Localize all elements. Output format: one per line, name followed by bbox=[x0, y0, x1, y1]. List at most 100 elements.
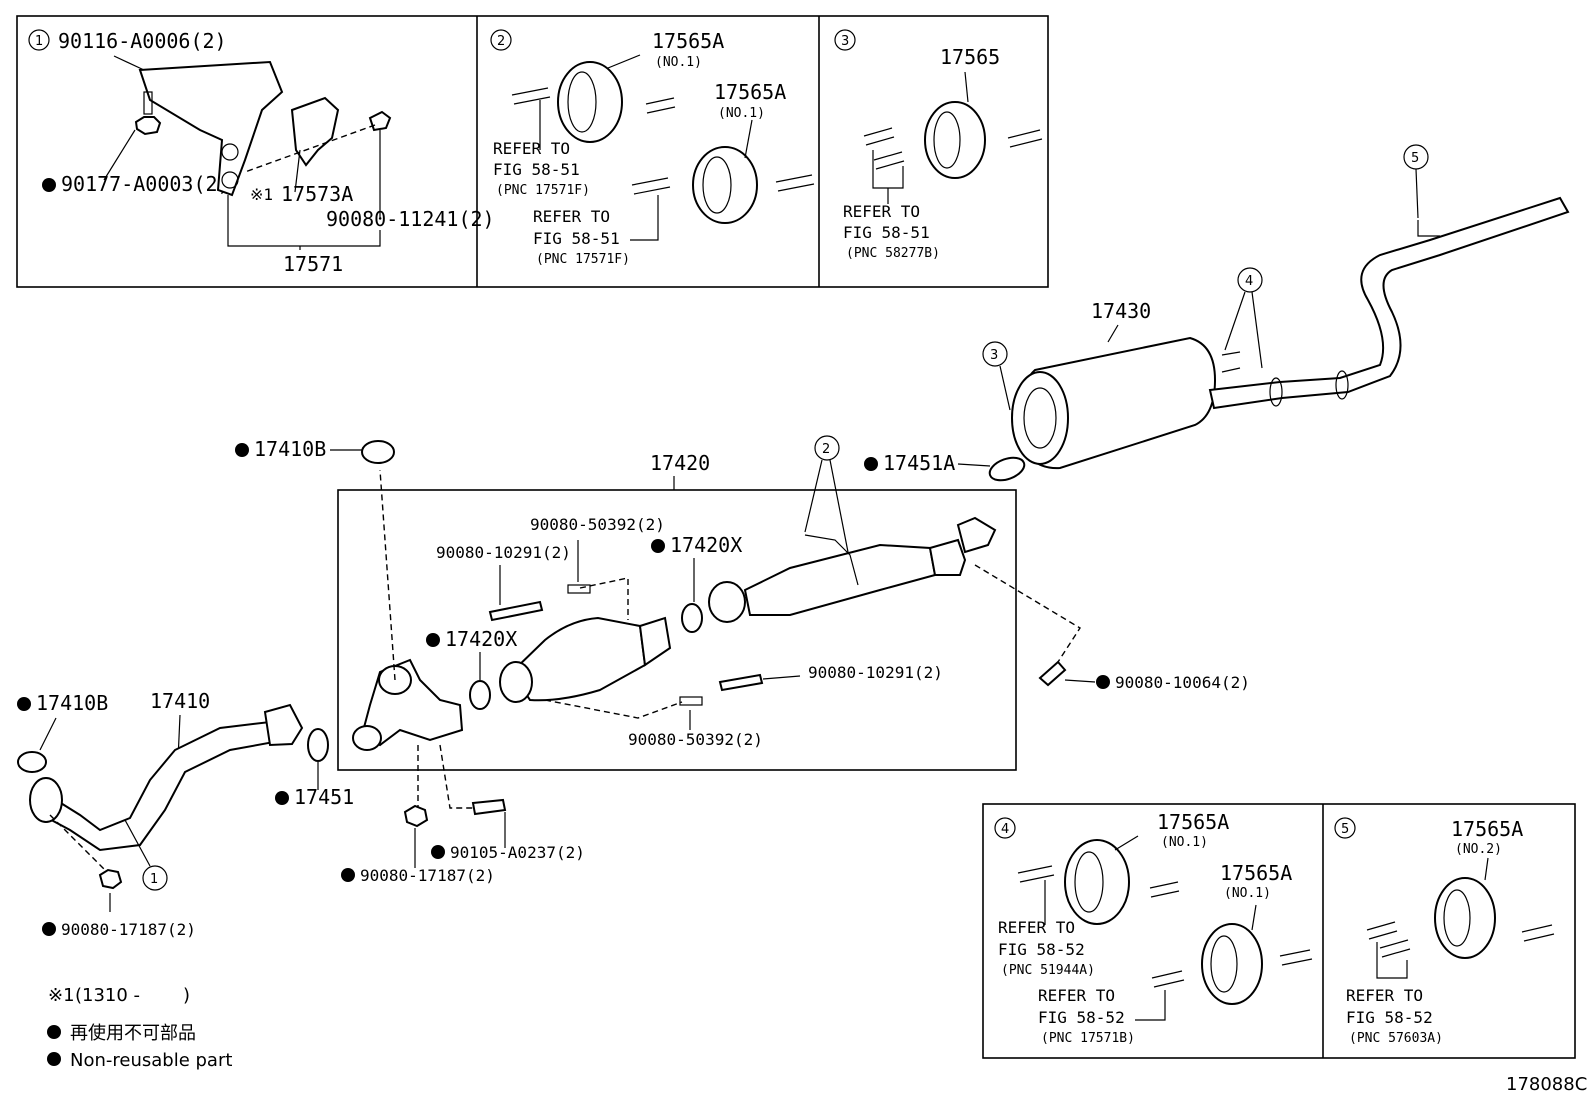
muffler-assembly: 17430 3 4 5 17451A bbox=[864, 144, 1570, 482]
gasket-17420X-drawing bbox=[469, 680, 491, 710]
part-label-17410B: 17410B bbox=[36, 691, 108, 715]
inset-panel-bottom bbox=[982, 803, 1576, 1059]
part-sub-label: (NO.1) bbox=[718, 106, 765, 121]
non-reusable-dot bbox=[42, 922, 56, 936]
bolt-drawing bbox=[488, 600, 544, 622]
part-label-90080-50392: 90080-50392(2) bbox=[530, 515, 665, 534]
non-reusable-dot bbox=[17, 697, 31, 711]
non-reusable-dot bbox=[651, 539, 665, 553]
refer-text: FIG 58-52 bbox=[998, 940, 1085, 959]
nut-drawing bbox=[98, 868, 123, 890]
part-label-17565A: 17565A bbox=[1451, 817, 1523, 841]
refer-pnc: (PNC 57603A) bbox=[1349, 1031, 1443, 1046]
flange-fasteners: 90080-17187(2) 90105-A0237(2) bbox=[341, 798, 585, 885]
refer-text: REFER TO bbox=[533, 207, 610, 226]
non-reusable-jp: 再使用不可部品 bbox=[70, 1023, 196, 1044]
inset-4: 4 17565A (NO.1) 17565A (NO.1) REFER TO F… bbox=[994, 810, 1313, 1046]
refer-text: REFER TO bbox=[998, 918, 1075, 937]
part-label-17573A: 17573A bbox=[281, 182, 353, 206]
exhaust-bracket-drawing bbox=[138, 60, 284, 197]
front-pipe-drawing bbox=[38, 720, 287, 852]
part-label-90177-A0003: 90177-A0003(2) bbox=[61, 172, 230, 196]
part-label-90080-17187: 90080-17187(2) bbox=[360, 866, 495, 885]
part-label-17420: 17420 bbox=[650, 451, 710, 475]
rubber-hanger-drawing bbox=[1201, 923, 1263, 1005]
non-reusable-dot bbox=[47, 1025, 61, 1039]
note-mark: ※1 bbox=[48, 985, 75, 1006]
refer-pnc: (PNC 17571B) bbox=[1041, 1031, 1135, 1046]
non-reusable-dot bbox=[42, 178, 56, 192]
rubber-hanger-drawing bbox=[924, 101, 986, 179]
part-label-90080-10291: 90080-10291(2) bbox=[808, 663, 943, 682]
refer-text: REFER TO bbox=[1038, 986, 1115, 1005]
inset-2-number: 2 bbox=[497, 34, 505, 49]
non-reusable-dot bbox=[426, 633, 440, 647]
part-label-90116-A0006: 90116-A0006(2) bbox=[58, 29, 227, 53]
part-label-17565: 17565 bbox=[940, 45, 1000, 69]
refer-pnc: (PNC 58277B) bbox=[846, 246, 940, 261]
front-pipe-assembly: 17410B 17410 17451 1 90080-17187(2) bbox=[17, 689, 354, 939]
non-reusable-dot bbox=[47, 1052, 61, 1066]
part-label-17565A: 17565A bbox=[1220, 861, 1292, 885]
refer-text: FIG 58-51 bbox=[843, 223, 930, 242]
gasket-17420X-drawing bbox=[681, 603, 703, 633]
figure-id: 178088C bbox=[1506, 1074, 1587, 1095]
part-label-90080-10064: 90080-10064(2) bbox=[1115, 673, 1250, 692]
gasket-17451A-drawing bbox=[988, 456, 1026, 482]
part-sub-label: (NO.1) bbox=[655, 55, 702, 70]
tail-pipe-drawing bbox=[1208, 196, 1570, 410]
rubber-hanger-drawing bbox=[557, 61, 623, 143]
part-label-17451: 17451 bbox=[294, 785, 354, 809]
bolt-drawing bbox=[368, 110, 392, 132]
part-label-17565A: 17565A bbox=[1157, 810, 1229, 834]
part-label-17420X: 17420X bbox=[445, 627, 517, 651]
non-reusable-dot bbox=[431, 845, 445, 859]
inset-5-number: 5 bbox=[1341, 822, 1349, 837]
part-sub-label: (NO.1) bbox=[1161, 835, 1208, 850]
callout-4: 4 bbox=[1245, 274, 1253, 289]
refer-text: REFER TO bbox=[843, 202, 920, 221]
refer-text: FIG 58-51 bbox=[533, 229, 620, 248]
refer-text: FIG 58-51 bbox=[493, 160, 580, 179]
spring-drawing bbox=[679, 696, 703, 706]
bolt-drawing bbox=[471, 798, 507, 816]
refer-pnc: (PNC 17571F) bbox=[536, 252, 630, 267]
part-sub-label: (NO.1) bbox=[1224, 886, 1271, 901]
gasket-17410B-top: 17410B bbox=[235, 437, 395, 464]
callout-2: 2 bbox=[822, 442, 830, 457]
part-label-17410B: 17410B bbox=[254, 437, 326, 461]
rubber-hanger-drawing bbox=[692, 146, 758, 224]
inset-3: 3 17565 REFER TO FIG 58-51 (PNC 58277B) bbox=[834, 29, 1043, 261]
non-reusable-dot bbox=[341, 868, 355, 882]
note-mark: ※1 bbox=[250, 185, 273, 204]
center-pipe-assembly: 17420 2 17420X 17420X 90080-50392(2) 900… bbox=[337, 435, 1017, 810]
inset-1-number: 1 bbox=[35, 34, 43, 49]
non-reusable-dot bbox=[275, 791, 289, 805]
spring-drawing bbox=[567, 584, 591, 594]
refer-pnc: (PNC 51944A) bbox=[1001, 963, 1095, 978]
non-reusable-en: Non-reusable part bbox=[70, 1050, 232, 1071]
nut-drawing bbox=[403, 804, 429, 828]
gasket-17451-drawing bbox=[307, 728, 329, 762]
non-reusable-dot bbox=[1096, 675, 1110, 689]
part-label-17410: 17410 bbox=[150, 689, 210, 713]
part-label-17430: 17430 bbox=[1091, 299, 1151, 323]
bolt-drawing bbox=[143, 91, 153, 115]
part-label-17571: 17571 bbox=[283, 252, 343, 276]
bolt-drawing bbox=[718, 673, 764, 692]
part-label-90080-10291: 90080-10291(2) bbox=[436, 543, 571, 562]
part-label-17451A: 17451A bbox=[883, 451, 955, 475]
part-label-17565A: 17565A bbox=[652, 29, 724, 53]
callout-3: 3 bbox=[990, 348, 998, 363]
note-text: (1310 - bbox=[75, 985, 140, 1006]
inset-1: 1 90116-A0006(2) 90177-A0003(2) ※1 17573… bbox=[28, 29, 495, 276]
part-label-90080-17187: 90080-17187(2) bbox=[61, 920, 196, 939]
inset-5: 5 17565A (NO.2) REFER TO FIG 58-52 (PNC … bbox=[1334, 817, 1555, 1046]
non-reusable-dot bbox=[864, 457, 878, 471]
inset-3-number: 3 bbox=[841, 34, 849, 49]
rubber-hanger-drawing bbox=[1064, 839, 1130, 925]
callout-1: 1 bbox=[150, 872, 158, 887]
part-label-17565A: 17565A bbox=[714, 80, 786, 104]
front-resonator-drawing bbox=[743, 543, 937, 616]
